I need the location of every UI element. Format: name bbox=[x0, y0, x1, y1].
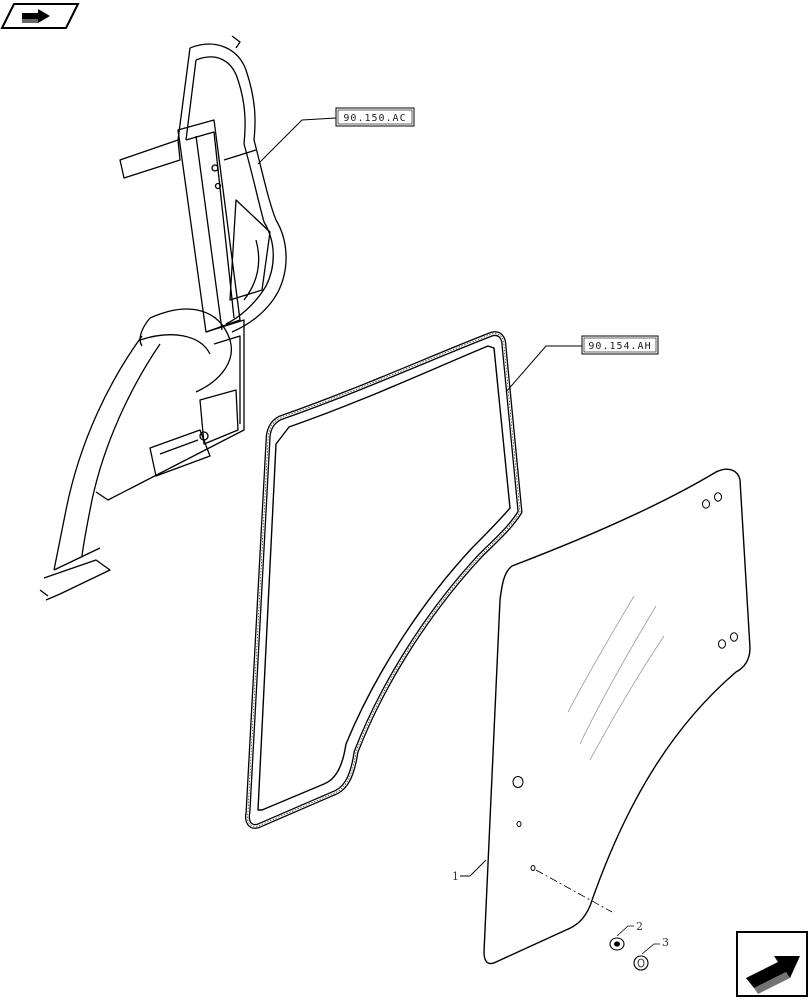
cab-frame-drawing bbox=[39, 35, 287, 601]
door-seal-leader bbox=[505, 335, 659, 393]
fastener-callout-number[interactable]: 3 bbox=[662, 936, 669, 949]
previous-page-arrow-icon[interactable] bbox=[0, 3, 80, 29]
glass-panel-callout-number[interactable]: 1 bbox=[452, 870, 459, 883]
cab-frame-ref-label[interactable]: 90.150.AC bbox=[343, 113, 406, 124]
door-seal-drawing bbox=[245, 331, 523, 829]
door-glass-drawing bbox=[483, 468, 751, 965]
cab-frame-leader bbox=[257, 107, 415, 165]
bushing-part bbox=[609, 925, 634, 951]
assembly-centerline bbox=[535, 869, 613, 913]
door-seal-ref-label[interactable]: 90.154.AH bbox=[588, 341, 651, 352]
fastener-part bbox=[633, 943, 660, 971]
bushing-callout-number[interactable]: 2 bbox=[636, 920, 643, 933]
next-page-arrow-icon[interactable] bbox=[736, 931, 808, 997]
glass-panel-callout bbox=[460, 859, 487, 877]
